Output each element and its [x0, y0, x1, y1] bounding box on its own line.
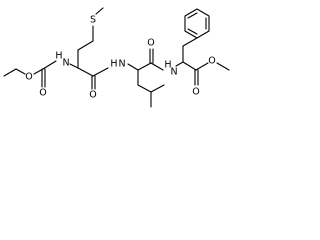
atom-leucine-nitrogen: N — [118, 59, 125, 70]
bond-leu-carbonyl-n — [150, 62, 164, 71]
bond-leu-gamma-delta2 — [150, 84, 165, 93]
atom-phenylalanine-nitrogen: N — [170, 67, 177, 78]
bond-n-leu-alpha — [127, 63, 139, 71]
bond-met-alpha-carbonyl — [77, 67, 94, 77]
atom-sulfur: S — [90, 15, 96, 26]
bond-ester-c-o — [195, 62, 209, 71]
atom-leucine-nitrogen-h: H — [110, 59, 117, 70]
bond-phenyl-inner-a — [187, 12, 198, 19]
bond-phe-beta-ring — [182, 37, 198, 47]
atom-methionine-carbonyl-oxygen: O — [89, 90, 96, 101]
bond-met-beta-gamma — [77, 40, 94, 51]
atom-carbamate-nitrogen: N — [62, 58, 69, 69]
bond-n-phe-alpha — [175, 61, 184, 67]
bond-phenyl-inner-c — [187, 28, 198, 35]
atom-ester-ether-oxygen: O — [208, 56, 215, 67]
atom-carbamate-ether-oxygen: O — [25, 72, 32, 83]
atom-carbamate-nitrogen-h: H — [55, 51, 62, 62]
bond-phenyl-ring — [184, 8, 210, 39]
bond-phe-alpha-ester-c — [182, 61, 197, 71]
atom-carbamate-carbonyl-oxygen: O — [39, 88, 46, 99]
bond-n-met-alpha — [69, 63, 79, 69]
bond-leu-alpha-carbonyl — [137, 62, 152, 71]
bond-ester-o-methyl — [216, 62, 230, 71]
bond-met-carbonyl-n — [92, 67, 109, 77]
bond-ethyl-ch2-o — [15, 68, 26, 75]
atom-leucine-carbonyl-oxygen: O — [147, 38, 154, 49]
bond-lines — [3, 7, 230, 108]
bond-s-methyl — [95, 7, 104, 15]
atom-ester-carbonyl-oxygen: O — [192, 87, 199, 98]
atom-phenylalanine-nitrogen-h: H — [164, 60, 171, 71]
bond-ethyl-ch3-ch2 — [3, 68, 17, 77]
molecule-structure: S O O H N O H N O H N O O — [3, 7, 230, 108]
bond-carbamate-c-n — [42, 60, 57, 70]
bond-leu-beta-gamma — [137, 84, 152, 93]
atom-labels: S O O H N O H N O H N O O — [25, 15, 215, 101]
